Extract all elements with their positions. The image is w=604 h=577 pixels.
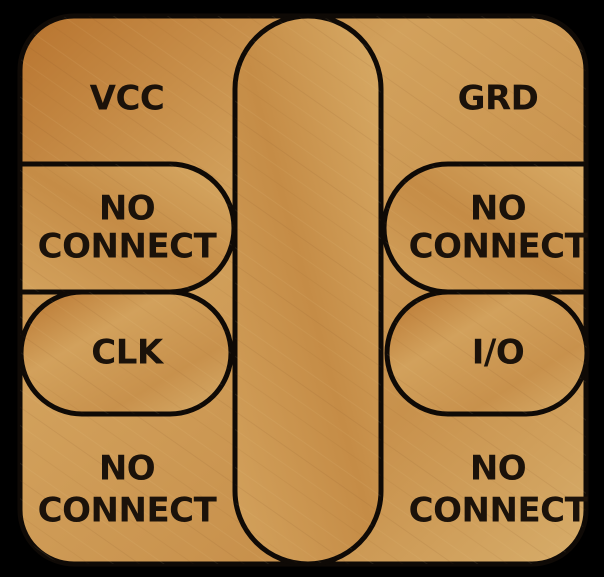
io-label: I/O (472, 333, 524, 373)
clk-label: CLK (91, 333, 165, 373)
vcc-label: VCC (90, 79, 165, 119)
left-upper-nc-line1: NO (99, 189, 155, 229)
left-upper-nc-line2: CONNECT (38, 227, 218, 267)
right-lower-nc-line1: NO (470, 449, 526, 489)
right-upper-nc-pad-texture (384, 164, 586, 292)
right-upper-nc-line2: CONNECT (409, 227, 589, 267)
left-lower-nc-line2: CONNECT (38, 491, 218, 531)
io-pad-texture (387, 292, 587, 414)
right-upper-nc-line1: NO (470, 189, 526, 229)
grd-label: GRD (458, 79, 539, 119)
right-lower-nc-line2: CONNECT (409, 491, 589, 531)
clk-pad-texture (21, 292, 231, 414)
center-pad-texture (235, 16, 381, 564)
left-lower-nc-line1: NO (99, 449, 155, 489)
left-upper-nc-pad-texture (20, 164, 234, 292)
